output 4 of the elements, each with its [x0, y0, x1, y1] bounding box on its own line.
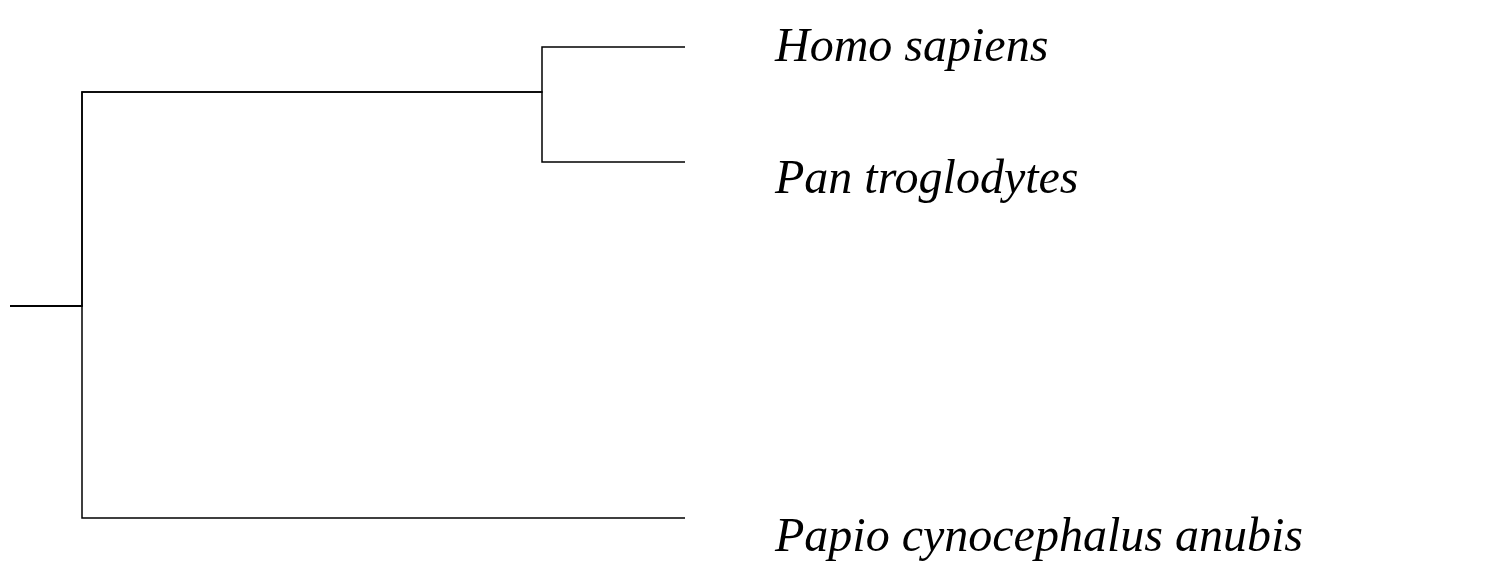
species-label: Homo sapiens — [685, 16, 1049, 74]
species-label: Pan troglodytes — [685, 148, 1079, 206]
tree-branch — [9, 305, 686, 519]
species-label: Papio cynocephalus anubis — [685, 506, 1303, 564]
